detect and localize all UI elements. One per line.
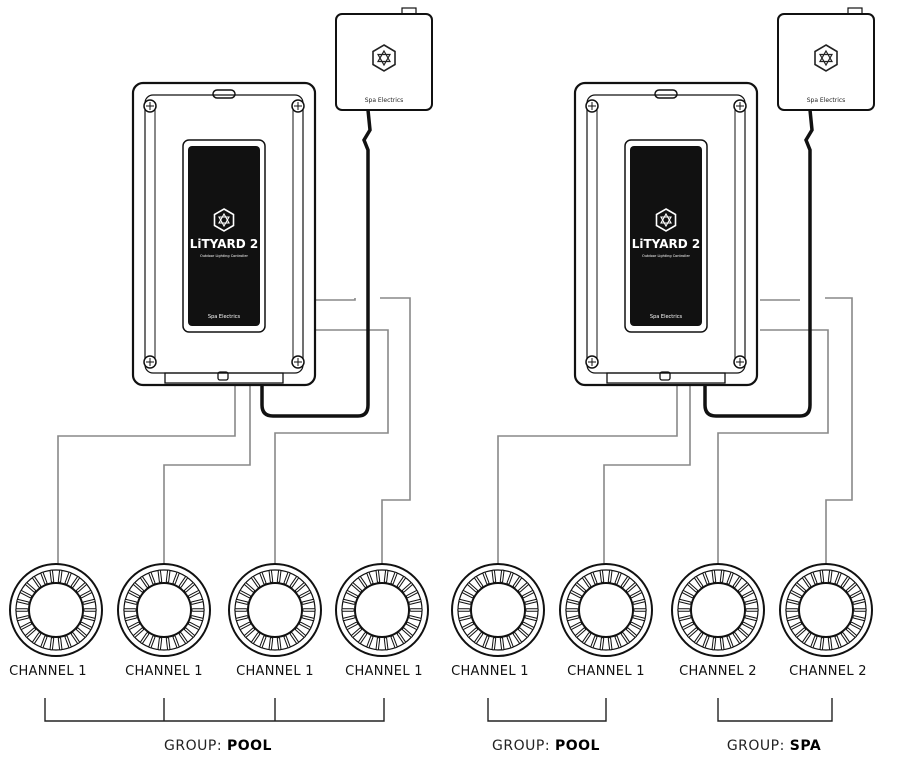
led-light-icon xyxy=(8,562,104,658)
controller-screen xyxy=(630,146,702,326)
channel-label: CHANNEL 1 xyxy=(567,664,645,679)
lights xyxy=(8,562,874,658)
group-label-pool-2: GROUP: POOL xyxy=(492,738,600,754)
wifi-module-left: Spa Electrics xyxy=(335,7,433,111)
channel-label: CHANNEL 2 xyxy=(679,664,757,679)
led-light-icon xyxy=(227,562,323,658)
controller-brand: Spa Electrics xyxy=(650,314,683,320)
channel-label: CHANNEL 1 xyxy=(125,664,203,679)
channel-label: CHANNEL 2 xyxy=(789,664,867,679)
led-light-icon xyxy=(778,562,874,658)
screw-icon xyxy=(143,99,157,113)
controller-screen xyxy=(188,146,260,326)
led-light-icon xyxy=(670,562,766,658)
channel-label: CHANNEL 1 xyxy=(345,664,423,679)
module-brand: Spa Electrics xyxy=(807,97,846,104)
screw-icon xyxy=(143,355,157,369)
controller-subtitle: Outdoor Lighting Controller xyxy=(200,254,248,258)
wires-left xyxy=(57,109,411,565)
screw-icon xyxy=(585,355,599,369)
channel-label: CHANNEL 1 xyxy=(236,664,314,679)
led-light-icon xyxy=(558,562,654,658)
controller-left: LiTYARD 2 Outdoor Lighting Controller Sp… xyxy=(131,81,317,387)
group-labels: GROUP: POOL GROUP: POOL GROUP: SPA xyxy=(164,738,821,754)
controller-brand: Spa Electrics xyxy=(208,314,241,320)
led-light-icon xyxy=(334,562,430,658)
controller-name: LiTYARD 2 xyxy=(190,237,259,251)
wifi-module-right: Spa Electrics xyxy=(777,7,875,111)
group-label-spa: GROUP: SPA xyxy=(727,738,821,754)
screw-icon xyxy=(291,99,305,113)
controller-name: LiTYARD 2 xyxy=(632,237,701,251)
controller-right: LiTYARD 2 Outdoor Lighting Controller Sp… xyxy=(573,81,759,387)
wires-right xyxy=(497,109,853,565)
screw-icon xyxy=(733,99,747,113)
screw-icon xyxy=(585,99,599,113)
channel-labels: CHANNEL 1 CHANNEL 1 CHANNEL 1 CHANNEL 1 … xyxy=(9,664,867,679)
group-label-pool-1: GROUP: POOL xyxy=(164,738,272,754)
channel-label: CHANNEL 1 xyxy=(451,664,529,679)
channel-label: CHANNEL 1 xyxy=(9,664,87,679)
led-light-icon xyxy=(450,562,546,658)
led-light-icon xyxy=(116,562,212,658)
screw-icon xyxy=(291,355,305,369)
controller-subtitle: Outdoor Lighting Controller xyxy=(642,254,690,258)
screw-icon xyxy=(733,355,747,369)
module-brand: Spa Electrics xyxy=(365,97,404,104)
group-brackets xyxy=(44,698,833,722)
